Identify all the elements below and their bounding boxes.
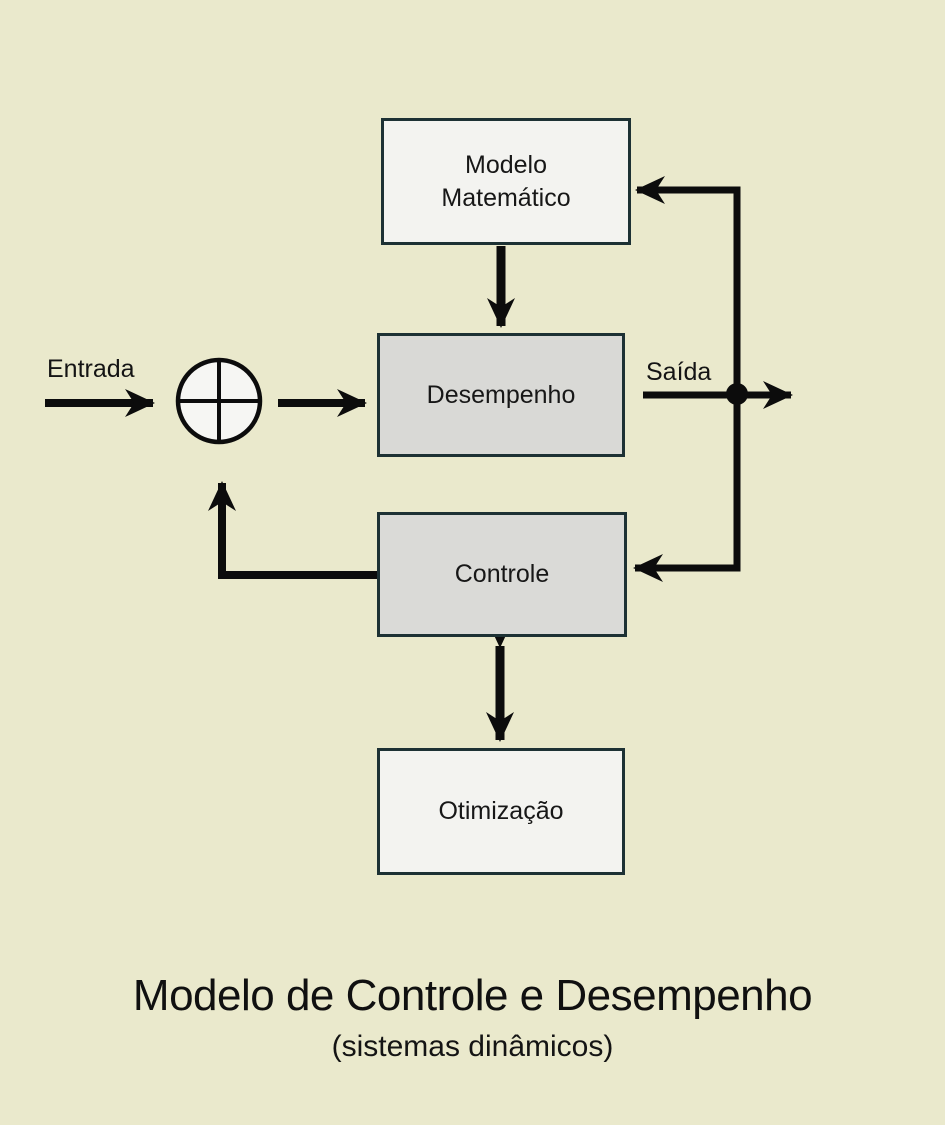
- entrada-label: Entrada: [47, 355, 135, 383]
- node-modelo-matematico-label: Modelo Matemático: [441, 150, 571, 212]
- feedback-to-controle-arrow: [633, 394, 741, 582]
- node-controle-label: Controle: [454, 560, 550, 588]
- node-modelo-matematico: Modelo Matemático: [381, 118, 631, 245]
- node-otimizacao: Otimização: [377, 748, 625, 875]
- branch-dot: [726, 383, 748, 405]
- diagram-subtitle: (sistemas dinâmicos): [331, 1030, 614, 1063]
- node-controle: Controle: [377, 512, 627, 637]
- summing-junction: [175, 357, 263, 445]
- diagram-title: Modelo de Controle e Desempenho: [132, 971, 813, 1020]
- saida-label: Saída: [646, 358, 712, 386]
- node-desempenho: Desempenho: [377, 333, 625, 457]
- feedback-to-modelo-arrow: [635, 176, 741, 394]
- controle-to-junction-arrow: [208, 481, 378, 579]
- node-desempenho-label: Desempenho: [426, 380, 576, 409]
- node-otimizacao-label: Otimização: [438, 797, 564, 825]
